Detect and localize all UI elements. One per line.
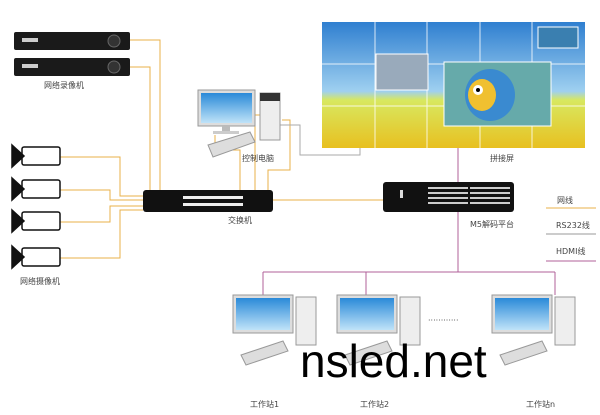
legend-hdmi: HDMI线 xyxy=(556,247,586,256)
workstation-2-label: 工作站2 xyxy=(360,400,390,409)
camera-icons xyxy=(11,143,61,270)
switch-label: 交换机 xyxy=(228,216,252,225)
workstation-n-label: 工作站n xyxy=(526,400,556,409)
nvr-device xyxy=(14,32,130,76)
decoder-label: M5解码平台 xyxy=(470,220,514,229)
rs232-cable xyxy=(280,124,361,156)
switch-device xyxy=(143,190,273,212)
control-pc xyxy=(197,89,281,158)
video-wall xyxy=(322,22,585,148)
camera-label: 网络摄像机 xyxy=(20,277,60,286)
legend-rs232: RS232线 xyxy=(556,221,590,230)
legend-network: 网线 xyxy=(557,196,573,205)
workstation-icons xyxy=(232,294,576,366)
control-pc-label: 控制电脑 xyxy=(242,154,274,163)
watermark: nsled.net xyxy=(300,335,487,387)
ellipsis-dots: ············ xyxy=(428,316,459,325)
video-wall-label: 拼接屏 xyxy=(490,154,514,163)
decoder-device xyxy=(383,182,514,212)
hdmi-cables xyxy=(262,148,556,295)
nvr-label: 网络录像机 xyxy=(44,81,84,90)
workstation-1-label: 工作站1 xyxy=(250,400,280,409)
